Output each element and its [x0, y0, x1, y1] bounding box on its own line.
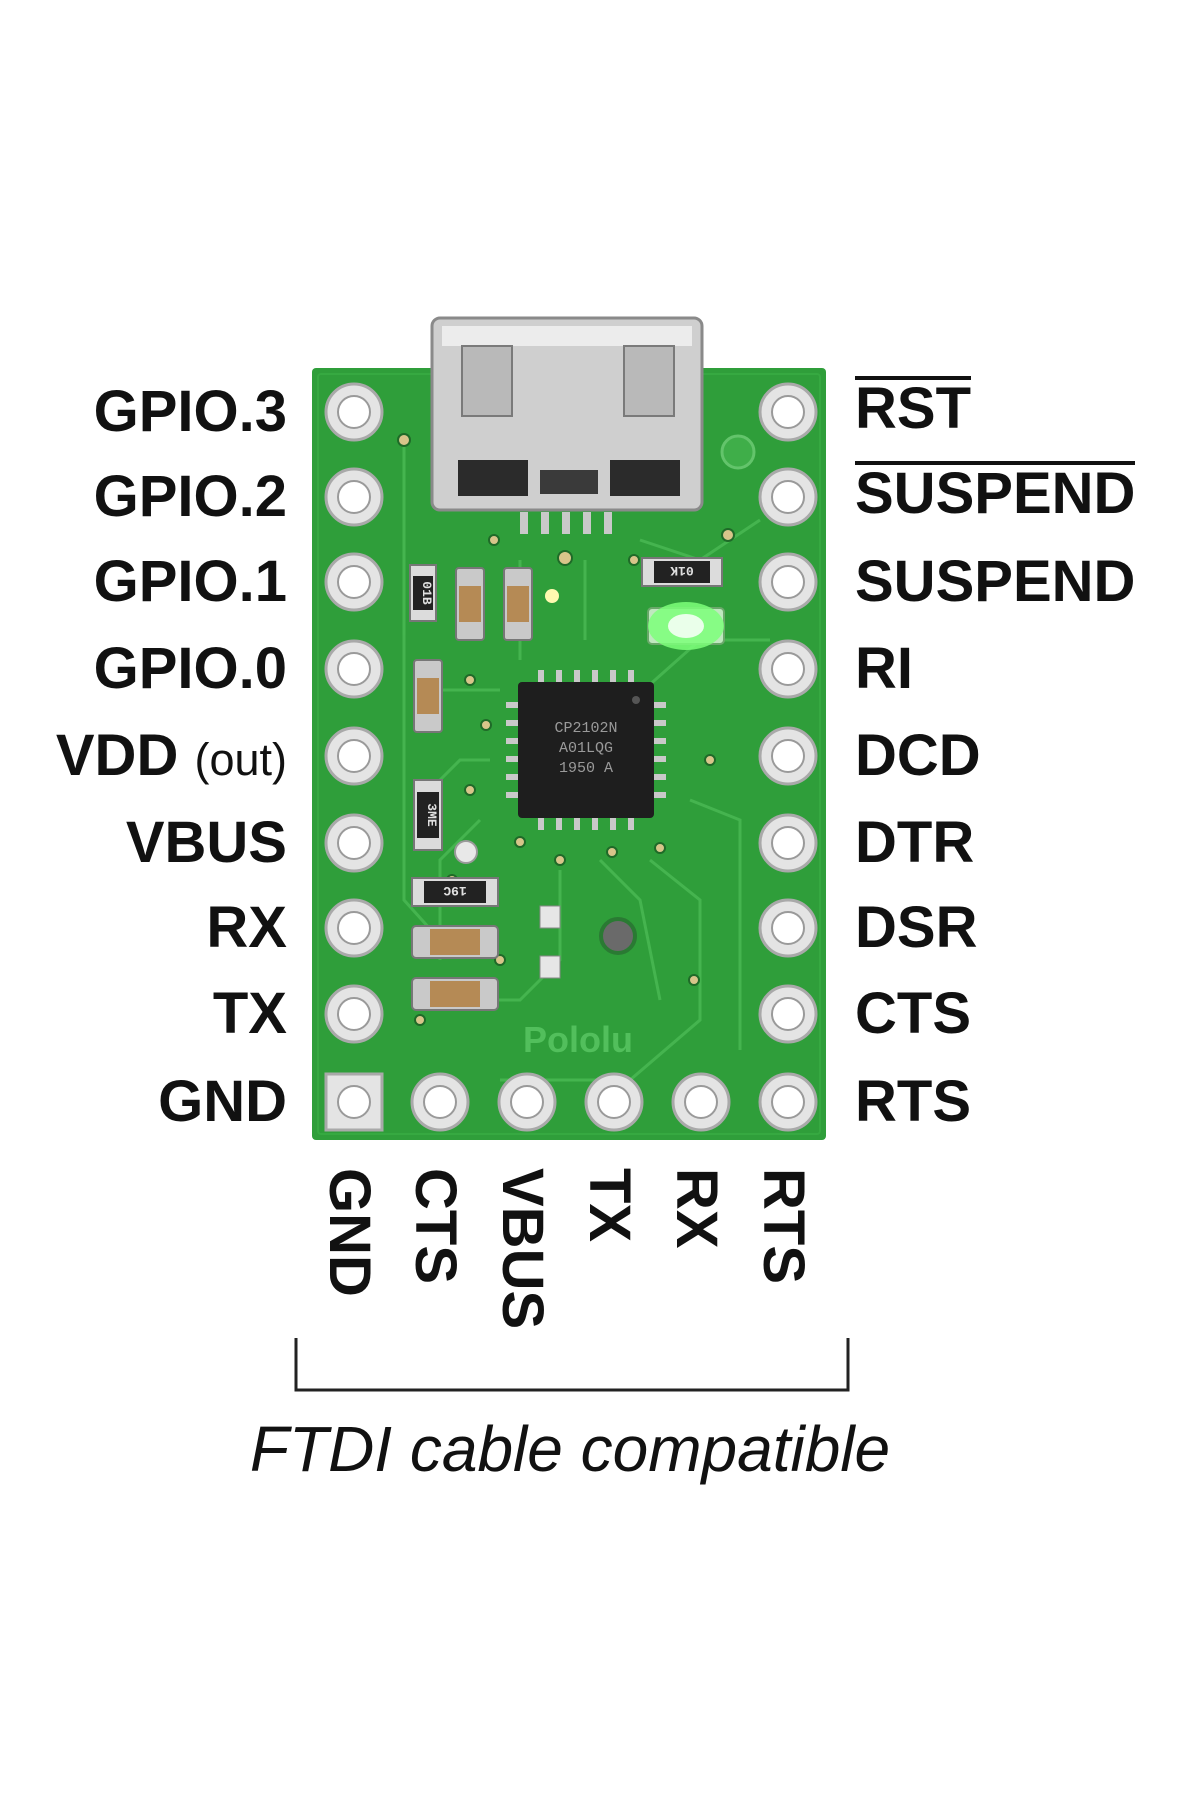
bottom-header-holes	[410, 1072, 731, 1132]
right-header-holes	[758, 382, 818, 1132]
left-pin-label-gpio3: GPIO.3	[93, 379, 287, 444]
right-pin-label-suspend-bar: SUSPEND	[855, 461, 1136, 526]
bottom-pin-label-vbus: VBUS	[490, 1168, 555, 1330]
bottom-pin-label-tx: TX	[577, 1168, 642, 1243]
right-pin-label-cts: CTS	[855, 981, 971, 1046]
left-pin-label-rx: RX	[206, 895, 287, 960]
left-pin-label-gpio0: GPIO.0	[93, 636, 287, 701]
left-pin-label-vdd: VDD (out)	[55, 723, 287, 788]
left-pin-label-gpio2: GPIO.2	[93, 464, 287, 529]
resistor-label-4: 19C	[443, 883, 467, 898]
resistor-label-2: 01K	[670, 563, 694, 578]
left-pin-label-tx: TX	[212, 981, 287, 1046]
bottom-pin-label-rts: RTS	[751, 1168, 816, 1284]
right-pin-label-dcd: DCD	[855, 723, 981, 788]
smd-components: 01B 01K 3ME 19C	[409, 557, 725, 1011]
resistor-label-1: 01B	[419, 581, 434, 605]
left-header-holes	[324, 382, 384, 1132]
right-pin-label-dtr: DTR	[855, 810, 975, 875]
left-pin-label-gnd: GND	[158, 1069, 287, 1134]
bottom-pin-label-gnd: GND	[317, 1168, 382, 1297]
right-pin-label-suspend: SUSPEND	[855, 549, 1136, 614]
pololu-silkscreen: Pololu	[523, 1019, 633, 1060]
left-pin-label-gpio1: GPIO.1	[93, 549, 287, 614]
chip-marking-3: 1950 A	[559, 760, 613, 777]
ftdi-bracket	[294, 1338, 850, 1392]
micro-usb-connector	[430, 316, 704, 534]
chip-marking-1: CP2102N	[554, 720, 617, 737]
left-pin-label-vbus: VBUS	[125, 810, 287, 875]
right-pin-label-dsr: DSR	[855, 895, 978, 960]
cp2102n-chip: CP2102N A01LQG 1950 A	[518, 682, 654, 818]
vdd-out-suffix: (out)	[194, 734, 287, 785]
right-pin-label-ri: RI	[855, 636, 913, 701]
ftdi-caption: FTDI cable compatible	[249, 1413, 891, 1485]
chip-marking-2: A01LQG	[559, 740, 613, 757]
right-pin-label-rst: RST	[855, 376, 971, 441]
pcb-vias	[397, 433, 735, 1026]
right-pin-label-rts: RTS	[855, 1069, 971, 1134]
bottom-pin-label-rx: RX	[664, 1168, 729, 1249]
resistor-label-3: 3ME	[424, 803, 439, 827]
bottom-pin-label-cts: CTS	[403, 1168, 468, 1284]
